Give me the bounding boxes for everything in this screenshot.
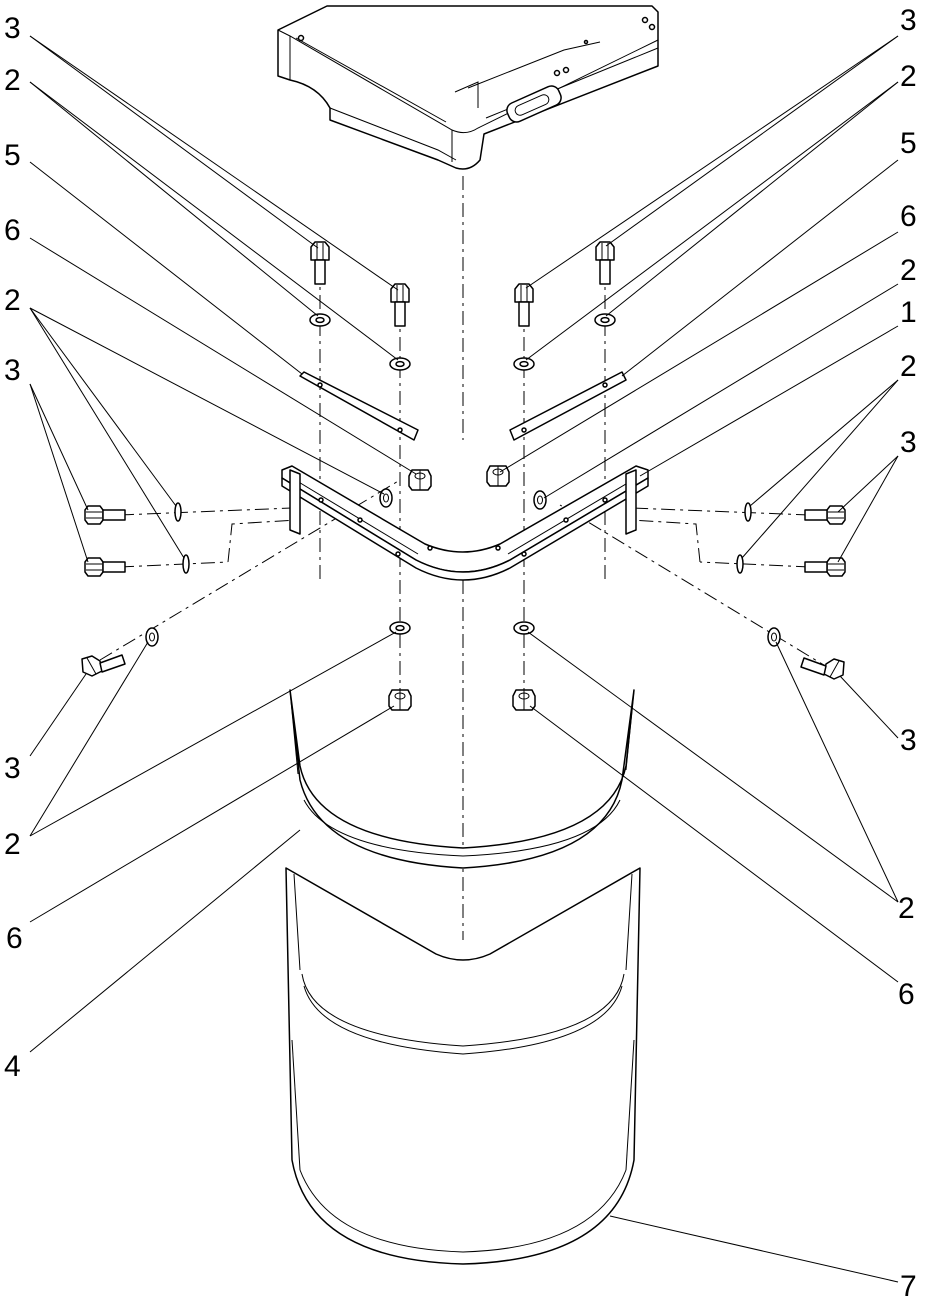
callout-left-4: 6	[4, 214, 21, 247]
clamp-strip-right	[509, 371, 627, 441]
callout-right-2: 2	[900, 60, 917, 93]
callout-right-8: 3	[900, 426, 917, 459]
callout-right-7: 2	[900, 350, 917, 383]
callout-left-10: 4	[4, 1050, 21, 1083]
callout-right-5: 2	[900, 254, 917, 287]
callout-left-9: 6	[6, 922, 23, 955]
corner-bracket	[281, 465, 649, 581]
outer-corner-guard	[285, 867, 641, 1265]
clamp-strip-left	[299, 371, 419, 441]
callout-right-12: 7	[900, 1270, 917, 1303]
callout-left-1: 3	[4, 12, 21, 45]
callout-left-6: 3	[4, 354, 21, 387]
callout-right-9: 3	[900, 724, 917, 757]
callout-right-11: 6	[898, 978, 915, 1011]
callout-left-7: 3	[4, 752, 21, 785]
callout-right-1: 3	[900, 4, 917, 37]
callout-left-3: 5	[4, 139, 21, 172]
cabinet-corner	[277, 5, 659, 170]
leader-lines	[29, 35, 899, 1283]
callout-left-2: 2	[4, 64, 21, 97]
callout-right-4: 6	[900, 200, 917, 233]
callout-right-6: 1	[900, 296, 917, 329]
callout-labels: 3 2 5 6 2 3 3 2 6 4 3 2 5 6 2 1 2 3 3 2 …	[4, 4, 917, 1303]
callout-left-8: 2	[4, 828, 21, 861]
callout-right-3: 5	[900, 127, 917, 160]
callout-left-5: 2	[4, 284, 21, 317]
inner-corner-guard	[289, 689, 635, 869]
callout-right-10: 2	[898, 892, 915, 925]
